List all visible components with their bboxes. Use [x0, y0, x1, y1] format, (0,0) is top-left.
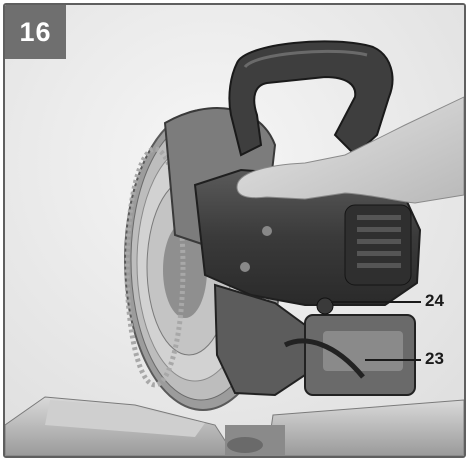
figure-number-badge: 16 [5, 5, 66, 59]
figure-frame: 16 24 23 [3, 3, 466, 458]
operator-hand [236, 96, 464, 204]
miter-saw-photo [5, 5, 464, 456]
callout-label-23: 23 [425, 349, 444, 368]
saw-base [5, 396, 464, 456]
callout-label-24: 24 [425, 291, 444, 310]
saw-handle [228, 40, 394, 157]
motor-housing [193, 168, 422, 306]
pivot-assembly [213, 283, 416, 397]
